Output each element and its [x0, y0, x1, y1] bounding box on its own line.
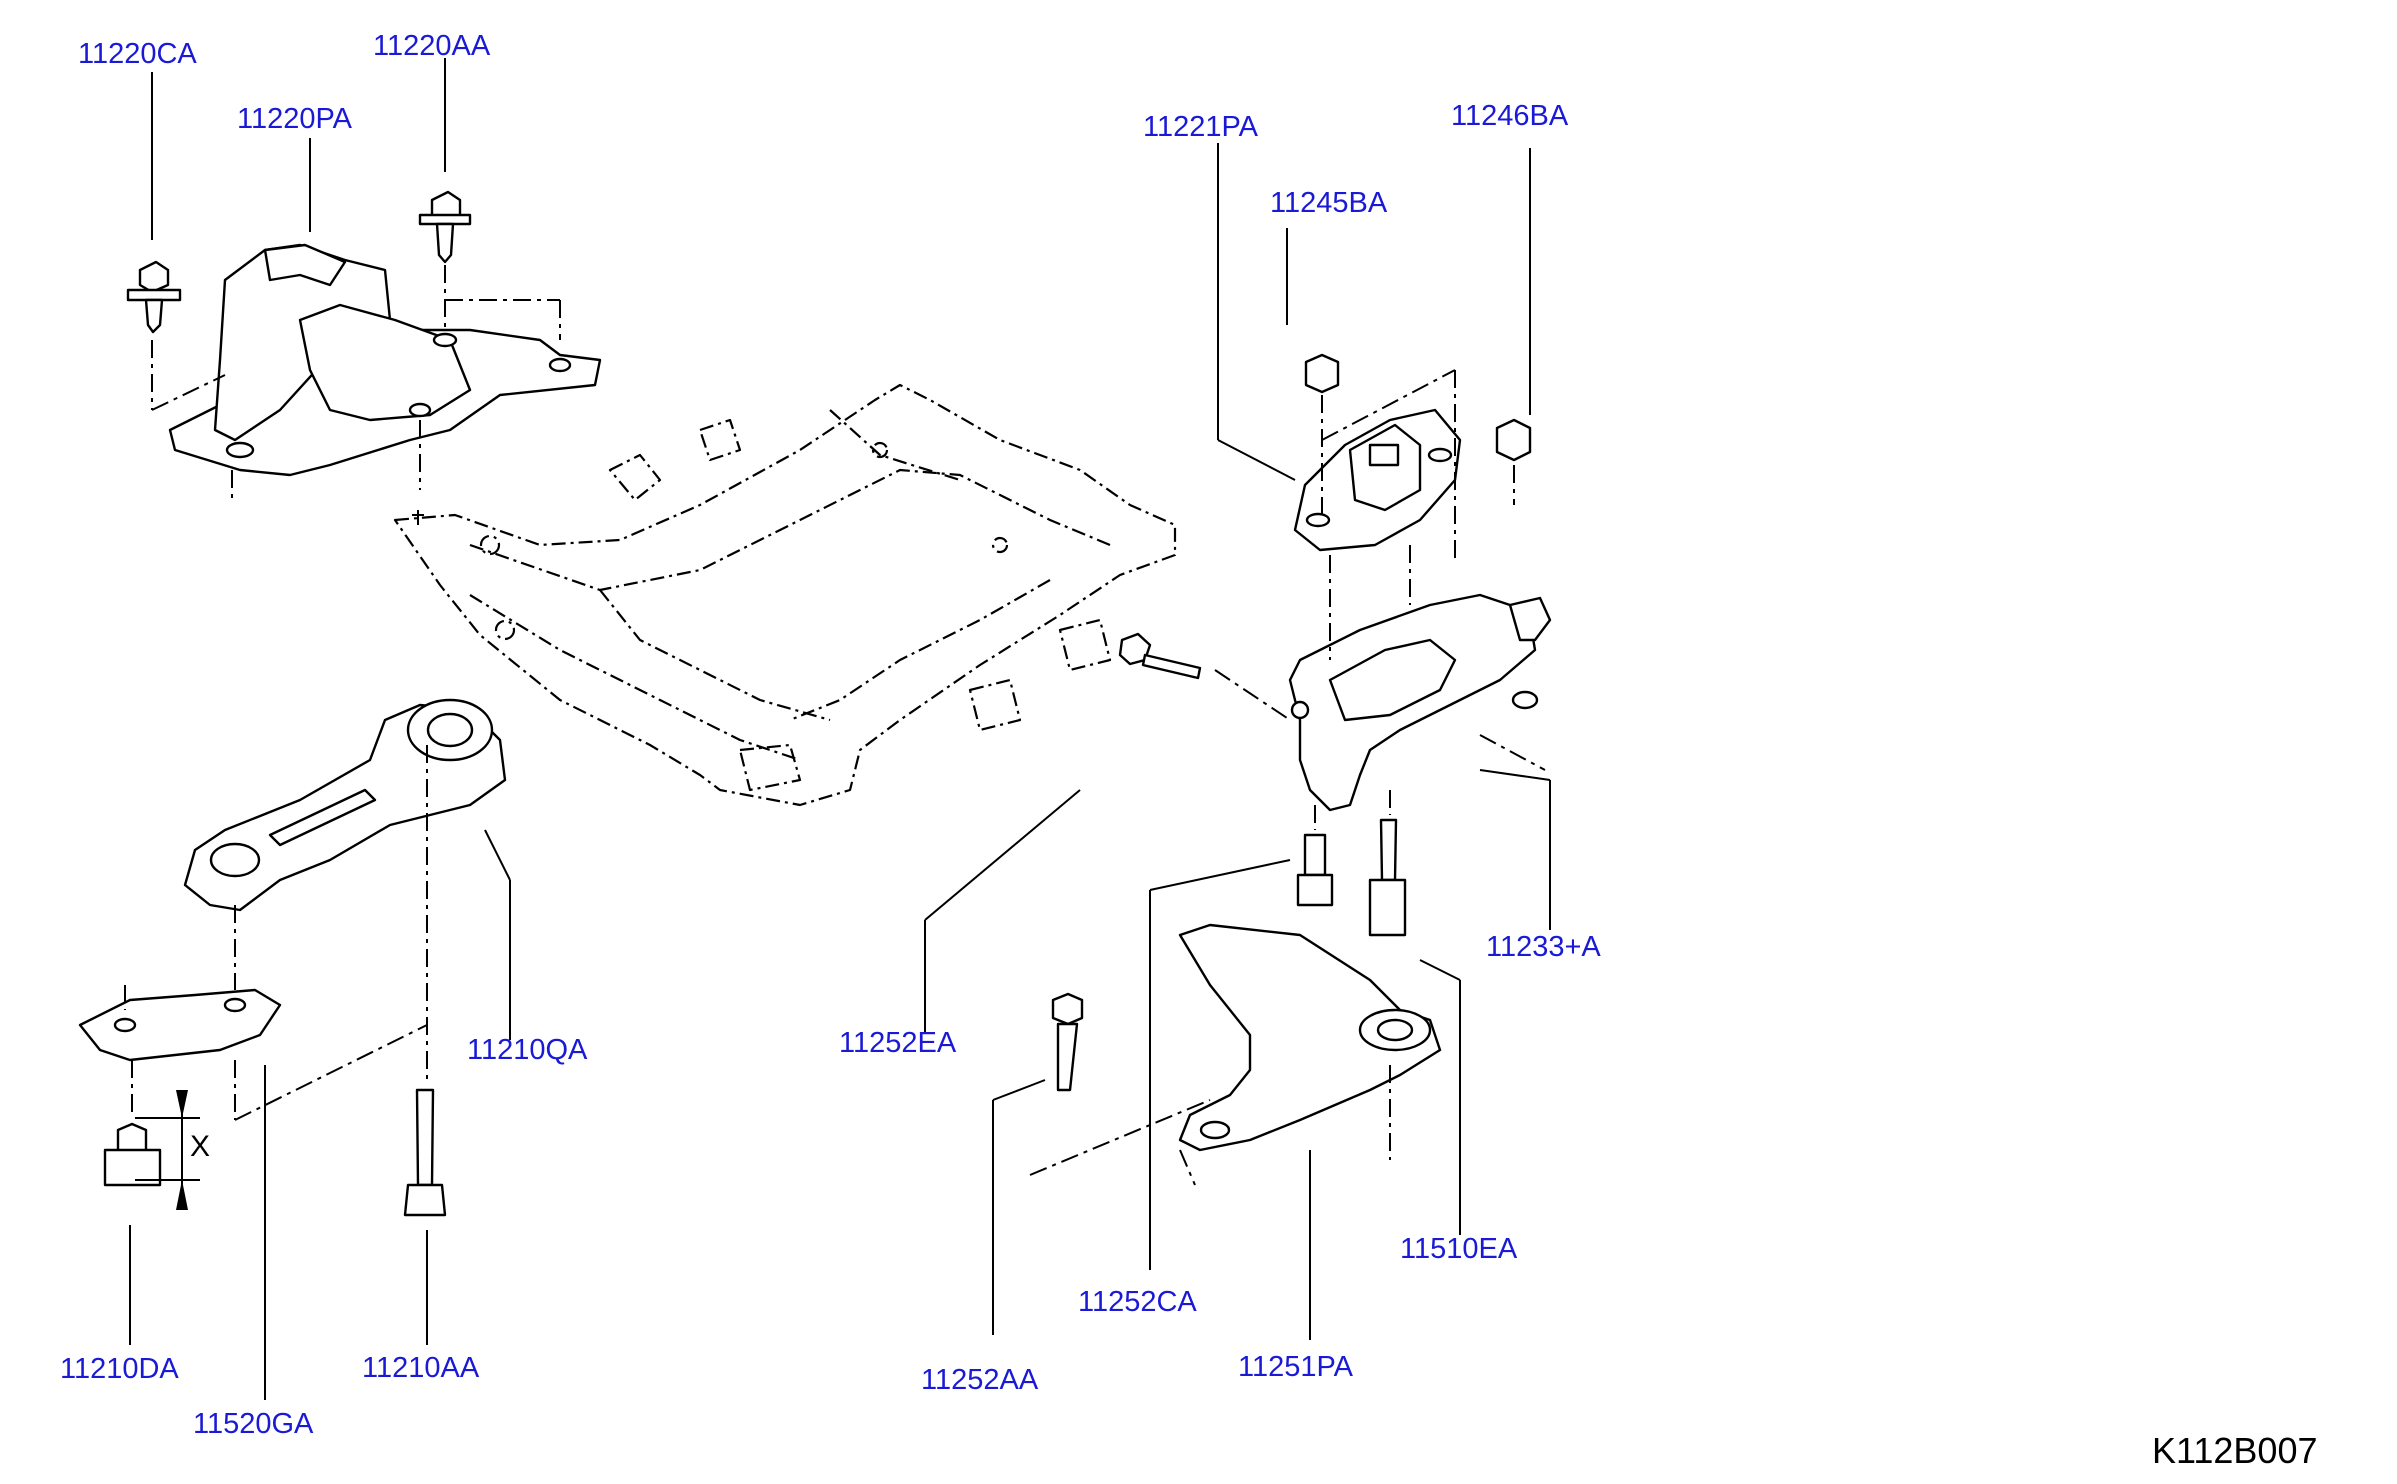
part-label-11210DA[interactable]: 11210DA: [60, 1353, 179, 1385]
part-label-11220AA[interactable]: 11220AA: [373, 30, 491, 62]
bolt-11510EA: [1368, 818, 1407, 937]
lower-mount-arm: [1178, 923, 1442, 1152]
bolt-11210AA: [403, 1088, 447, 1217]
bolt-11220CA: [126, 260, 182, 334]
nut-11246BA: [1495, 418, 1532, 462]
part-label-11220PA[interactable]: 11220PA: [237, 103, 353, 135]
front-subframe: [393, 383, 1177, 807]
figure-code: K112B007: [2152, 1430, 2318, 1471]
alignment-lines: [124, 265, 1546, 1186]
mount-bracket: [1288, 593, 1552, 812]
leader-lines: [129, 58, 1551, 1400]
nut-11245BA: [1304, 353, 1340, 394]
dimension-x-marker: [135, 1090, 200, 1210]
part-label-11251PA[interactable]: 11251PA: [1238, 1351, 1354, 1383]
engine-mount-right: [1293, 408, 1462, 552]
part-label-11510EA[interactable]: 11510EA: [1400, 1233, 1518, 1265]
part-label-11520GA[interactable]: 11520GA: [193, 1408, 314, 1440]
bolt-11252AA: [1051, 992, 1084, 1092]
bolt-11220AA: [418, 190, 472, 264]
part-label-11210QA[interactable]: 11210QA: [467, 1034, 588, 1066]
part-label-11220CA[interactable]: 11220CA: [78, 38, 197, 70]
part-label-11221PA[interactable]: 11221PA: [1143, 111, 1259, 143]
bolt-11252EA: [1118, 632, 1202, 680]
part-label-11246BA[interactable]: 11246BA: [1451, 100, 1569, 132]
bracket-11520GA: [78, 988, 282, 1062]
torque-rod: [183, 698, 507, 912]
bolt-11210DA: [103, 1122, 162, 1187]
part-label-11245BA[interactable]: 11245BA: [1270, 187, 1388, 219]
dimension-label: X: [190, 1130, 211, 1163]
bolt-11252CA: [1296, 833, 1334, 907]
part-label-11233A[interactable]: 11233+A: [1486, 931, 1601, 963]
part-label-11210AA[interactable]: 11210AA: [362, 1352, 480, 1384]
part-label-11252CA[interactable]: 11252CA: [1078, 1286, 1197, 1318]
part-label-11252AA[interactable]: 11252AA: [921, 1364, 1039, 1396]
part-label-11252EA[interactable]: 11252EA: [839, 1027, 957, 1059]
engine-mount-left: [168, 243, 602, 477]
